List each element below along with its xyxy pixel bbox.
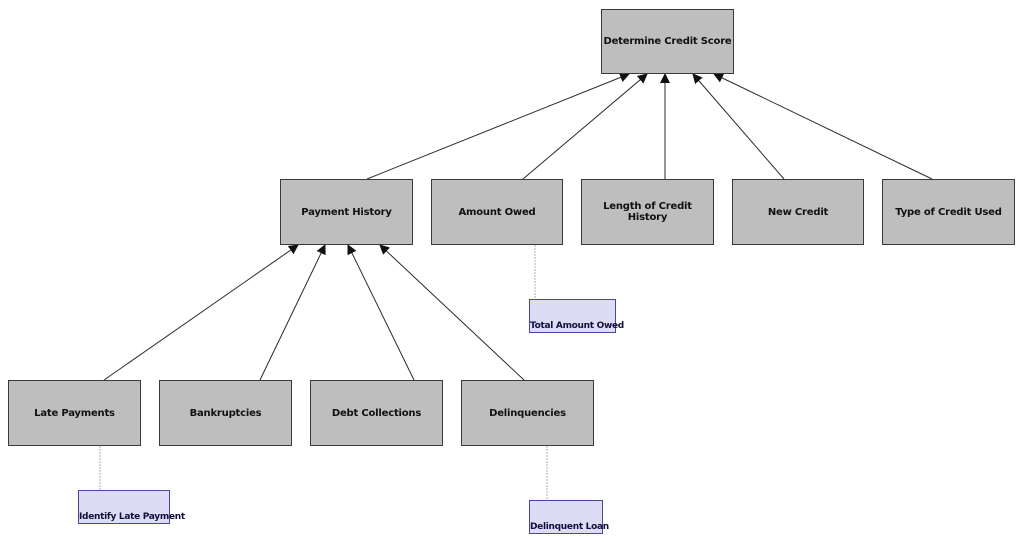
edge-new-credit-to-root	[692, 73, 785, 180]
note-identify-late-payment[interactable]: Identify Late Payment	[78, 490, 185, 524]
node-delinquencies[interactable]: Delinquencies	[461, 380, 594, 446]
node-label: Payment History	[301, 206, 392, 218]
node-label: Length of Credit History	[603, 201, 692, 223]
note-label: Delinquent Loan	[530, 522, 609, 532]
node-bankruptcies[interactable]: Bankruptcies	[159, 380, 292, 446]
node-label: Bankruptcies	[189, 407, 262, 419]
edge-delinquencies-to-payment-history	[379, 244, 525, 381]
node-payment-history[interactable]: Payment History	[280, 179, 413, 245]
note-delinquent-loan[interactable]: Delinquent Loan	[529, 500, 609, 534]
node-label: Determine Credit Score	[603, 36, 732, 47]
edge-late-payments-to-payment-history	[103, 244, 299, 381]
edge-amount-owed-to-root	[522, 73, 648, 180]
node-length-of-credit-history[interactable]: Length of Credit History	[581, 179, 714, 245]
node-determine-credit-score[interactable]: Determine Credit Score	[601, 9, 734, 74]
note-label: Total Amount Owed	[530, 321, 624, 331]
edge-debt-collections-to-payment-history	[347, 244, 415, 381]
node-label: New Credit	[767, 206, 829, 218]
note-label: Identify Late Payment	[79, 512, 185, 522]
node-label: Late Payments	[34, 407, 115, 419]
note-total-amount-owed[interactable]: Total Amount Owed	[529, 299, 624, 333]
node-new-credit[interactable]: New Credit	[732, 179, 864, 245]
node-debt-collections[interactable]: Debt Collections	[310, 380, 443, 446]
node-label: Delinquencies	[489, 407, 566, 419]
node-label: Debt Collections	[331, 407, 422, 419]
edge-payment-history-to-root	[366, 72, 630, 180]
node-type-of-credit-used[interactable]: Type of Credit Used	[882, 179, 1015, 245]
edge-type-credit-to-root	[713, 73, 933, 180]
edge-bankruptcies-to-payment-history	[259, 244, 326, 381]
node-label: Type of Credit Used	[895, 206, 1002, 218]
node-amount-owed[interactable]: Amount Owed	[431, 179, 563, 245]
node-label: Amount Owed	[458, 206, 536, 218]
node-late-payments[interactable]: Late Payments	[8, 380, 141, 446]
